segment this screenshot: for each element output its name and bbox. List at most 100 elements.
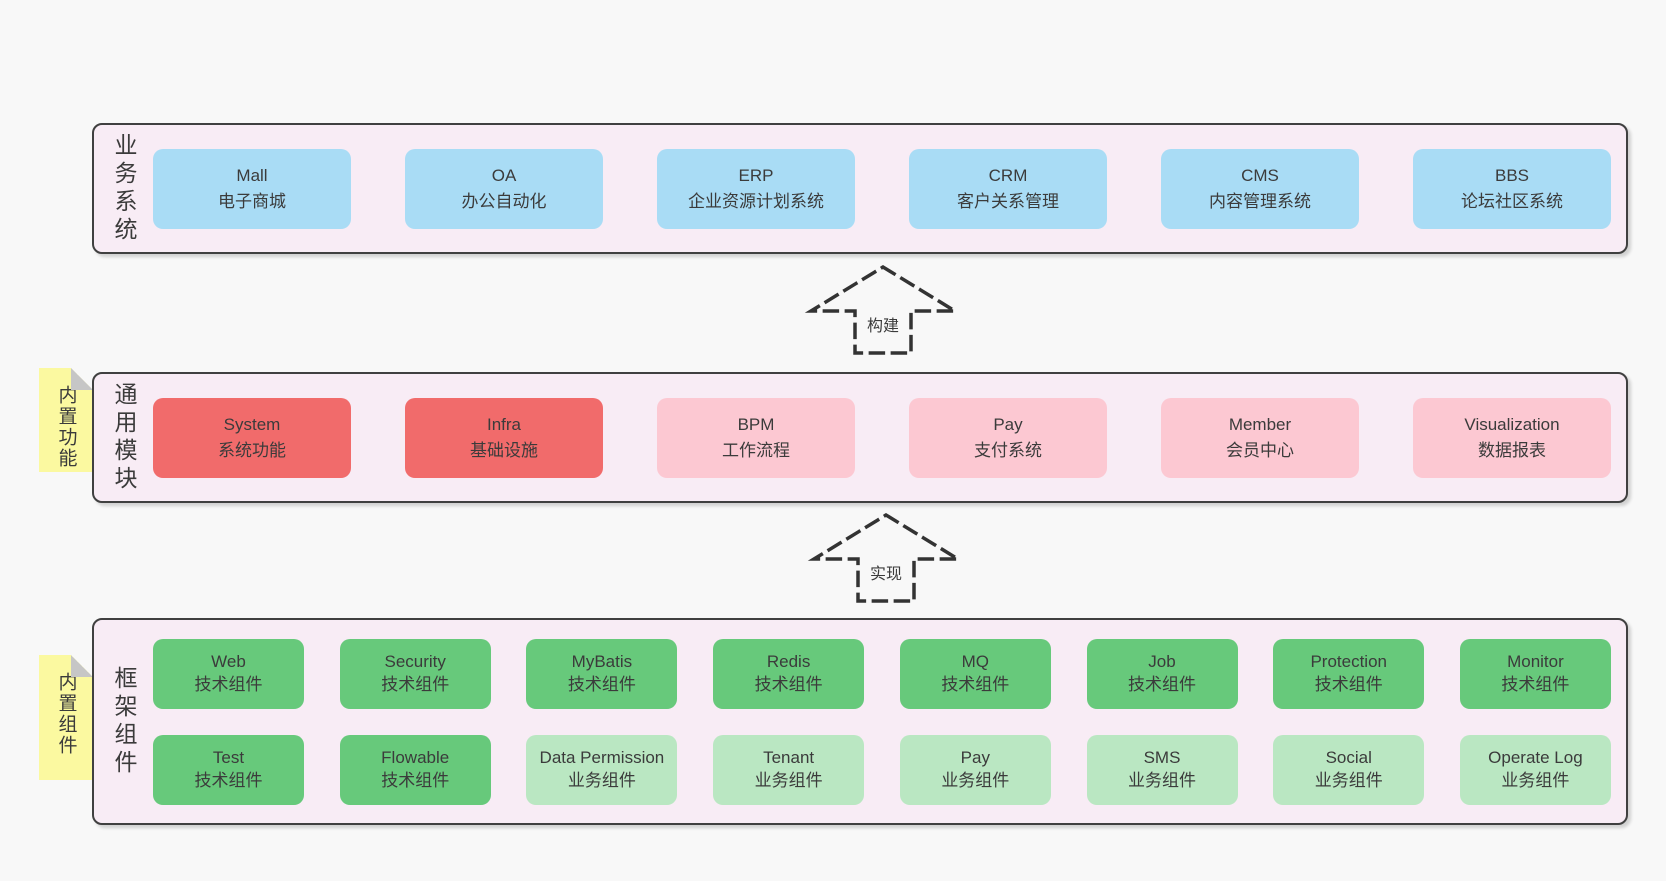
component-box: Protection 技术组件: [1273, 638, 1425, 709]
box-desc: 业务组件: [1501, 770, 1570, 790]
box-desc: 系统功能: [218, 440, 286, 460]
box-desc: 技术组件: [381, 770, 450, 790]
module-box: Member 会员中心: [1161, 397, 1359, 478]
dashed-up-arrow-icon: [807, 512, 965, 603]
component-box: Redis 技术组件: [713, 638, 865, 709]
dashed-up-arrow-icon: [804, 264, 962, 355]
component-box: MQ 技术组件: [899, 638, 1051, 709]
box-desc: 业务组件: [941, 770, 1010, 790]
box-name: Operate Log: [1488, 748, 1583, 768]
module-box: CRM 客户关系管理: [909, 148, 1107, 229]
box-desc: 技术组件: [194, 770, 263, 790]
box-row-modules: System 系统功能 Infra 基础设施 BPM 工作流程 Pay 支付系统: [153, 397, 1611, 478]
box-desc: 技术组件: [1314, 674, 1383, 694]
box-desc: 支付系统: [974, 440, 1042, 460]
box-name: CRM: [988, 166, 1028, 185]
box-desc: 业务组件: [1314, 770, 1383, 790]
box-desc: 技术组件: [1128, 674, 1197, 694]
component-box: Test 技术组件: [153, 734, 304, 805]
layer-label-common-modules: 通用模块: [111, 381, 137, 494]
module-box: ERP 企业资源计划系统: [657, 148, 855, 229]
module-box: Pay 支付系统: [909, 397, 1107, 478]
build-arrow: 构建: [803, 264, 963, 356]
box-name: CMS: [1241, 166, 1279, 185]
box-name: Mall: [236, 166, 268, 185]
module-box: CMS 内容管理系统: [1161, 148, 1359, 229]
box-desc: 电子商城: [218, 191, 286, 211]
box-row-business: Mall 电子商城 OA 办公自动化 ERP 企业资源计划系统 CRM 客户关系…: [153, 148, 1611, 229]
component-box: Monitor 技术组件: [1459, 638, 1611, 709]
component-box: Operate Log 业务组件: [1459, 734, 1611, 805]
note-fold-icon: [71, 368, 93, 390]
box-name: Social: [1325, 748, 1372, 768]
box-desc: 基础设施: [470, 440, 538, 460]
box-name: OA: [491, 166, 517, 185]
box-name: SMS: [1143, 748, 1181, 768]
module-box: Mall 电子商城: [153, 148, 351, 229]
layer-common-modules: 通用模块 System 系统功能 Infra 基础设施 BPM 工作流程: [92, 372, 1628, 503]
component-box: Job 技术组件: [1086, 638, 1238, 709]
box-desc: 业务组件: [1128, 770, 1197, 790]
box-row-components-1: Web 技术组件 Security 技术组件 MyBatis 技术组件: [153, 638, 1611, 709]
box-desc: 技术组件: [567, 674, 636, 694]
box-desc: 业务组件: [567, 770, 636, 790]
box-desc: 技术组件: [1501, 674, 1570, 694]
component-box: Social 业务组件: [1273, 734, 1425, 805]
box-desc: 技术组件: [941, 674, 1010, 694]
component-box: Web 技术组件: [153, 638, 304, 709]
box-name: MyBatis: [571, 652, 633, 672]
box-name: Tenant: [763, 748, 815, 768]
note-fold-icon: [71, 655, 93, 677]
box-desc: 数据报表: [1478, 440, 1546, 460]
box-desc: 内容管理系统: [1209, 191, 1311, 211]
component-box: MyBatis 技术组件: [526, 638, 678, 709]
arrow-label-build: 构建: [863, 311, 903, 337]
box-name: MQ: [961, 652, 989, 672]
module-box: Visualization 数据报表: [1413, 397, 1611, 478]
module-box: BBS 论坛社区系统: [1413, 148, 1611, 229]
component-box: Tenant 业务组件: [713, 734, 865, 805]
box-name: Protection: [1310, 652, 1387, 672]
box-name: ERP: [738, 166, 774, 185]
box-name: Pay: [960, 748, 990, 768]
box-name: Pay: [993, 415, 1023, 434]
box-desc: 论坛社区系统: [1461, 191, 1563, 211]
box-desc: 工作流程: [722, 440, 790, 460]
box-name: Infra: [486, 415, 522, 434]
box-desc: 客户关系管理: [957, 191, 1059, 211]
component-box: Pay 业务组件: [899, 734, 1051, 805]
box-desc: 企业资源计划系统: [688, 191, 824, 211]
module-box: OA 办公自动化: [405, 148, 603, 229]
box-desc: 业务组件: [754, 770, 823, 790]
module-box: System 系统功能: [153, 397, 351, 478]
box-desc: 技术组件: [381, 674, 450, 694]
box-name: Flowable: [381, 748, 450, 768]
implement-arrow: 实现: [806, 512, 966, 604]
layer-label-business-systems: 业务系统: [111, 132, 137, 245]
module-box: BPM 工作流程: [657, 397, 855, 478]
box-row-components-2: Test 技术组件 Flowable 技术组件 Data Permission …: [153, 734, 1611, 805]
box-name: Job: [1148, 652, 1176, 672]
box-name: BPM: [737, 415, 775, 434]
layer-label-framework-components: 框架组件: [111, 665, 137, 778]
sticky-note-builtin-components: 内置组件: [39, 655, 93, 780]
module-box: Infra 基础设施: [405, 397, 603, 478]
box-name: Security: [384, 652, 446, 672]
box-name: Web: [211, 652, 246, 672]
arrow-label-implement: 实现: [866, 559, 906, 585]
note-text: 内置组件: [55, 672, 77, 756]
note-text: 内置功能: [55, 385, 77, 469]
layer-framework-components: 框架组件 Web 技术组件 Security 技术组件 MyBatis: [92, 618, 1628, 825]
box-desc: 技术组件: [194, 674, 263, 694]
box-desc: 会员中心: [1226, 440, 1294, 460]
box-name: Member: [1228, 415, 1292, 434]
component-rows: Web 技术组件 Security 技术组件 MyBatis 技术组件: [153, 638, 1611, 805]
sticky-note-builtin-features: 内置功能: [39, 368, 93, 472]
component-box: Flowable 技术组件: [339, 734, 491, 805]
component-box: SMS 业务组件: [1086, 734, 1238, 805]
box-name: System: [223, 415, 281, 434]
box-name: Redis: [766, 652, 811, 672]
box-name: Test: [212, 748, 245, 768]
component-box: Security 技术组件: [339, 638, 491, 709]
